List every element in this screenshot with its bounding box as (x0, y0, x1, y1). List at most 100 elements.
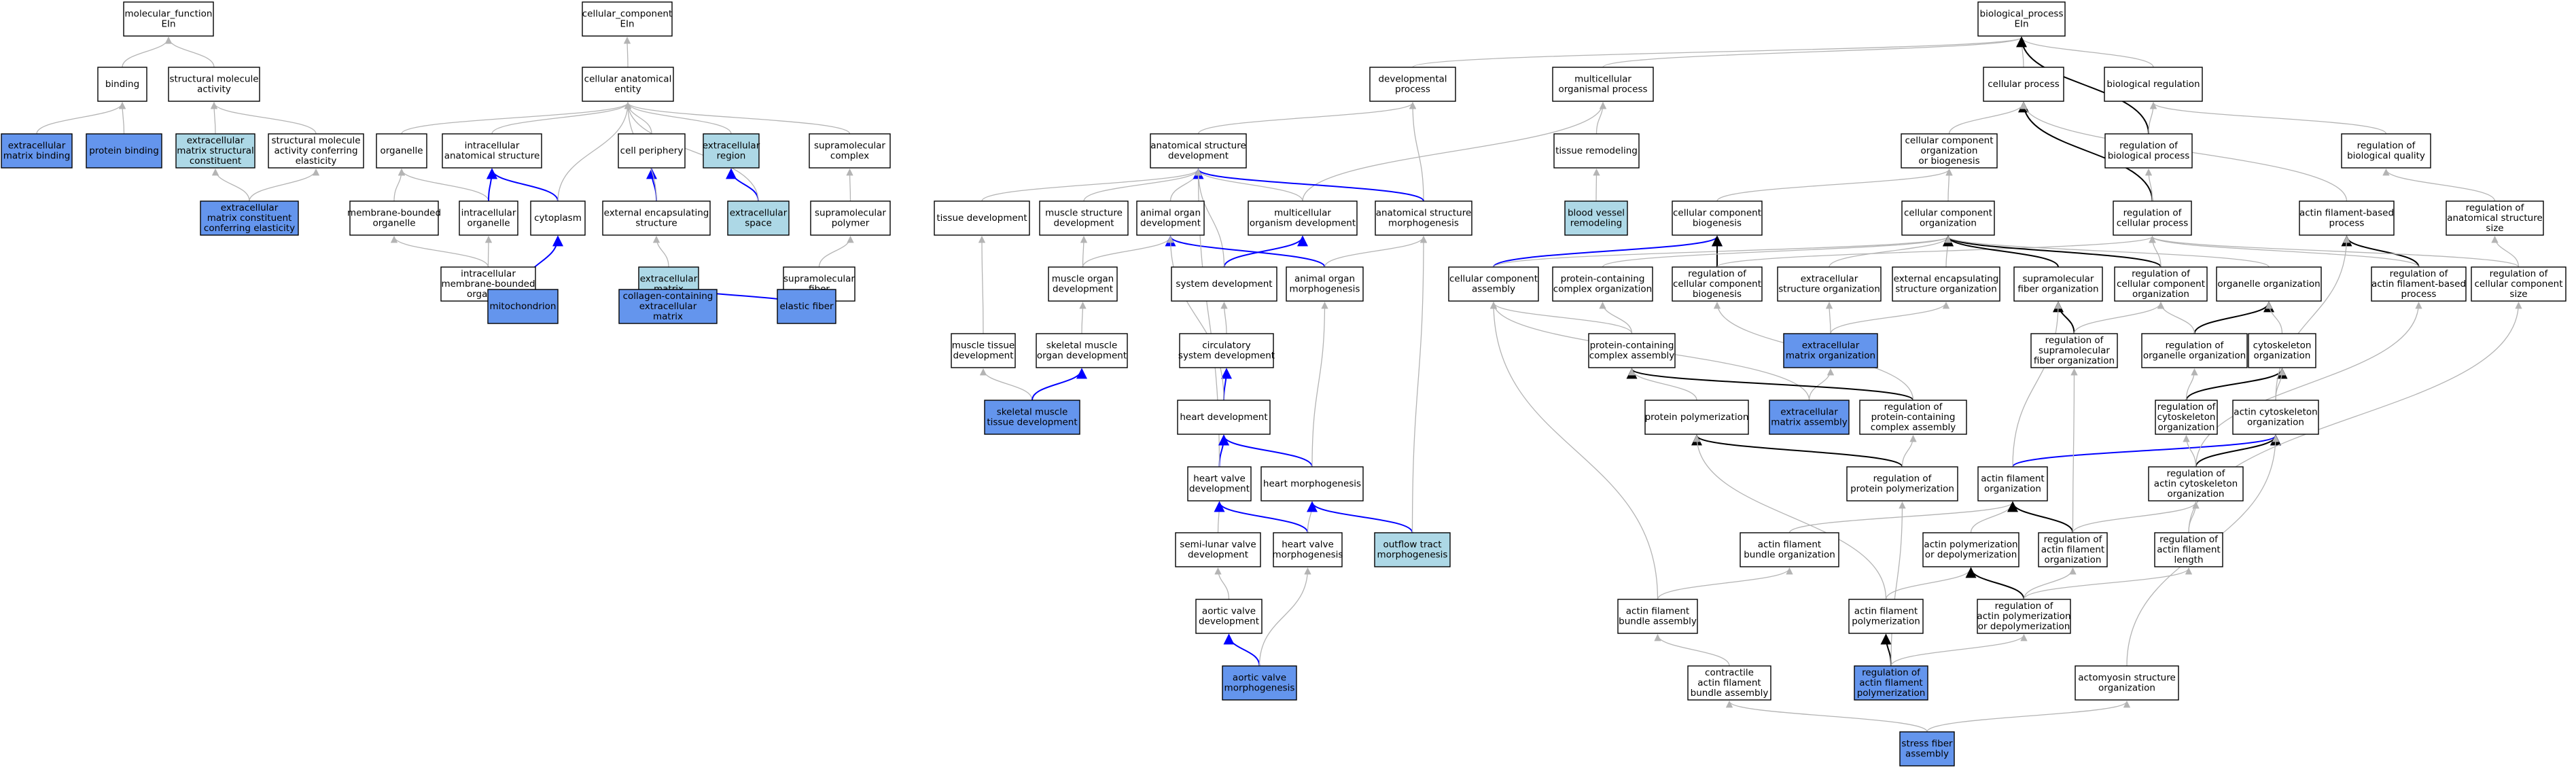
term-label-line: morphogenesis (1290, 284, 1360, 295)
term-label-line: organization (2045, 555, 2102, 565)
term-box (2148, 466, 2244, 502)
term-label-line: anatomical structure (2447, 213, 2543, 224)
term-label-line: contractile (1705, 667, 1754, 678)
edge-multicellular_organismal_process-to-biological_process (1602, 36, 2025, 68)
edge-multicellular_organism_development-to-multicellular_organismal_process (1302, 101, 1607, 202)
term-label-line: matrix organization (1786, 351, 1875, 362)
edge-developmental_process-to-biological_process (1412, 36, 2025, 68)
term-label-line: development (1053, 284, 1113, 295)
term-label-line: cellular process (2117, 218, 2189, 229)
term-label-line: size (2486, 223, 2503, 234)
term-label-line: external encapsulating (1894, 274, 1999, 285)
edge-actin_filament_organization-to-actin_cytoskeleton_organization (2012, 434, 2281, 468)
term-label-line: structure organization (1778, 284, 1880, 295)
edge-skeletal_muscle_tissue_development-to-skeletal_muscle_organ_development (1031, 368, 1087, 401)
term-label-line: assembly (1472, 284, 1515, 295)
term-node-cellular_process: cellular process (1983, 67, 2064, 102)
term-label-line: regulation of (2045, 335, 2104, 346)
term-label-line: cellular component (1449, 274, 1538, 285)
term-label-line: regulation of (2157, 402, 2217, 412)
term-label-line: multicellular (1574, 74, 1631, 85)
term-box (442, 133, 542, 169)
edge-multicellular_organism_development-to-anatomical_structure_development (1195, 168, 1303, 202)
term-label-line: polymer (832, 218, 870, 229)
term-label-line: extracellular (8, 141, 66, 152)
term-box (984, 400, 1080, 435)
term-label-line: morphogenesis (1273, 550, 1343, 561)
edge-regulation_of_supramolecular_fiber_organization-to-supramolecular_fiber_organization (2053, 301, 2075, 334)
term-label-line: EIn (161, 19, 175, 30)
term-label-line: regulation of (1688, 268, 1747, 279)
term-label-line: regulation of (2490, 268, 2549, 279)
term-label-line: developmental (1378, 74, 1447, 85)
term-label-line: structural molecule (271, 135, 360, 146)
term-box (951, 333, 1016, 368)
edge-stress_fiber_assembly-to-contractile_actin_filament_bundle_assembly (1725, 700, 1928, 733)
term-label-line: cell periphery (620, 145, 684, 156)
term-box (1859, 400, 1967, 435)
term-box (2471, 266, 2566, 302)
term-label-line: extracellular (703, 141, 760, 152)
term-label-line: intracellular (461, 268, 516, 279)
term-label-line: supramolecular (2022, 274, 2094, 285)
term-box (168, 67, 260, 102)
term-label-line: system development (1178, 351, 1275, 362)
term-node-cell_periphery: cell periphery (618, 133, 686, 169)
edge-outflow_tract_morphogenesis-to-anatomical_structure_morphogenesis (1411, 235, 1428, 533)
edge-protein_containing_complex_assembly-to-protein_containing_complex_organization (1599, 301, 1633, 334)
term-label-line: structural molecule (169, 74, 258, 85)
term-label-line: extracellular (639, 301, 697, 312)
term-box (175, 133, 255, 169)
term-label-line: regulation of (2132, 268, 2191, 279)
edge-heart_valve_morphogenesis-to-heart_valve_development (1214, 501, 1309, 533)
term-box (1899, 731, 1955, 767)
term-box (1588, 333, 1676, 368)
edge-regulation_of_actin_cytoskeleton_organization-to-regulation_of_cytoskeleton_organization (2183, 434, 2197, 468)
term-label-line: mitochondrion (490, 301, 557, 312)
term-node-system_development: system development (1171, 266, 1277, 302)
term-label-line: biogenesis (1693, 218, 1742, 229)
term-label-line: complex organization (1553, 284, 1652, 295)
term-node-protein_binding: protein binding (86, 133, 162, 169)
edge-cytoplasm-to-cellular_anatomical_entity (557, 101, 632, 202)
term-label-line: supramolecular (815, 208, 886, 219)
edge-regulation_of_biological_process-to-biological_regulation (2148, 101, 2157, 135)
edge-cellular_component_assembly-to-cellular_component_organization (1493, 235, 1952, 268)
term-label-line: regulation of (1873, 474, 1933, 485)
term-label-line: organelle organization (2217, 279, 2320, 289)
term-label-line: organization (2098, 683, 2155, 694)
edge-regulation_of_cellular_process-to-regulation_of_biological_process (2145, 168, 2153, 202)
edge-actin_filament_organization-to-supramolecular_fiber_organization (2012, 301, 2062, 468)
term-label-line: cellular component (2474, 279, 2562, 289)
term-box (2446, 200, 2544, 236)
edge-ecm_constituent_elasticity-to-structural_molecule_activity_elasticity (249, 168, 320, 202)
term-box (1769, 400, 1850, 435)
term-label-line: skeletal muscle (997, 407, 1068, 418)
edge-binding-to-molecular_function (122, 36, 173, 68)
term-box (618, 289, 718, 324)
term-box (2371, 266, 2467, 302)
term-label-line: regulation of (2357, 141, 2416, 152)
edge-actin_filament_bundle_assembly-to-actin_filament_bundle_organization (1657, 567, 1793, 600)
term-label-line: tissue development (987, 417, 1077, 428)
edge-regulation_of_cellular_component_size-to-regulation_of_anatomical_structure_size (2491, 235, 2520, 268)
edge-animal_organ_morphogenesis-to-anatomical_structure_morphogenesis (1324, 235, 1428, 268)
term-node-binding: binding (97, 67, 147, 102)
term-label-line: outflow tract (1383, 540, 1441, 550)
